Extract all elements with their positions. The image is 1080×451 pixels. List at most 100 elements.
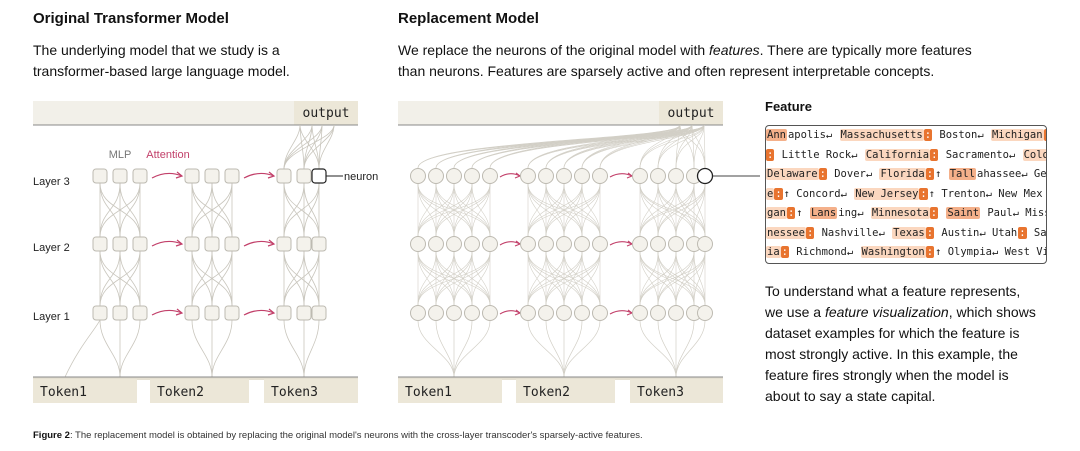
neuron-node: [311, 305, 327, 321]
feature-example-row: nessee: Nashville↵ Texas: Austin↵ Utah: …: [766, 224, 1046, 244]
neuron-node: [296, 236, 312, 252]
neuron-node: [204, 168, 220, 184]
neuron-node: [296, 168, 312, 184]
attention-arrow: [151, 309, 183, 316]
neuron-node: [132, 168, 148, 184]
highlighted-token: :: [919, 187, 928, 200]
neuron-node: [224, 236, 240, 252]
arrowhead: [175, 308, 184, 316]
context-token: Little Rock↵: [775, 148, 864, 161]
highlighted-token: :: [805, 226, 815, 239]
context-token: Salt: [1033, 226, 1047, 239]
neuron-node: [92, 168, 108, 184]
figure-caption: Figure 2: The replacement model is obtai…: [33, 430, 643, 441]
highlighted-token: gan: [766, 207, 787, 219]
attention-arrow: [243, 172, 275, 179]
highlighted-token: :: [774, 187, 783, 200]
feature-node: [632, 305, 648, 321]
feature-node: [650, 305, 666, 321]
arrowhead: [175, 171, 184, 179]
context-token: ing↵: [838, 207, 870, 219]
highlighted-token: Washington: [860, 246, 926, 258]
replacement-model-title: Replacement Model: [398, 10, 539, 27]
feature-node: [428, 305, 444, 321]
feature-node: [574, 236, 590, 252]
feature-node: [464, 236, 480, 252]
feature-node: [538, 236, 554, 252]
mlp-label: MLP: [109, 149, 132, 161]
context-token: Richmond↵: [789, 246, 860, 258]
attention-arrows: [151, 171, 276, 316]
neuron-node: [184, 168, 200, 184]
feature-desc-line6: about to say a state capital.: [765, 388, 936, 404]
neuron-node: [184, 305, 200, 321]
feature-node: [464, 168, 480, 184]
attention-arrow: [609, 173, 633, 178]
token3-box: [630, 379, 723, 403]
replacement-desc-line2: than neurons. Features are sparsely acti…: [398, 63, 935, 79]
context-token: ahassee↵ Geo: [977, 168, 1047, 180]
highlighted-token: :: [929, 207, 939, 219]
highlighted-token: New Jersey: [854, 187, 920, 200]
context-token: Dover↵: [827, 168, 879, 180]
highlighted-token: :: [925, 168, 935, 180]
feature-nodes: [410, 167, 714, 321]
feature-node: [520, 305, 536, 321]
neuron-node: [132, 305, 148, 321]
original-model-diagram: output MLP Attention Layer 3 Layer 2 Lay…: [33, 101, 378, 403]
feature-node: [574, 305, 590, 321]
context-token: ↑: [935, 168, 948, 180]
feature-node: [592, 305, 608, 321]
highlighted-token: nessee: [766, 226, 806, 239]
highlighted-token: Lans: [809, 207, 838, 219]
output-label-box: [659, 101, 723, 125]
attention-arrow: [151, 172, 183, 179]
feature-node: [464, 305, 480, 321]
context-token: Austin↵ Utah: [935, 226, 1018, 239]
feature-node: [482, 236, 498, 252]
original-model-description: The underlying model that we study is a …: [33, 40, 290, 82]
feature-desc-line1: To understand what a feature represents,: [765, 283, 1021, 299]
output-label: output: [303, 106, 350, 121]
highlighted-token: :: [930, 148, 939, 161]
feature-node: [446, 305, 462, 321]
replacement-desc-line1: We replace the neurons of the original m…: [398, 40, 972, 61]
token3-label: Token3: [637, 385, 684, 400]
attention-arrow: [609, 241, 633, 246]
feature-node: [697, 305, 713, 321]
feature-node: [556, 168, 572, 184]
arrowhead: [267, 171, 276, 179]
feature-example-row: e:↑ Concord↵ New Jersey:↑ Trenton↵ New M…: [766, 185, 1046, 205]
token1-box: [398, 379, 502, 403]
highlighted-token: Tall: [948, 168, 977, 180]
feature-node: [556, 236, 572, 252]
context-token: Nashville↵: [815, 226, 892, 239]
arrowhead: [267, 308, 276, 316]
neuron-node: [132, 236, 148, 252]
neuron-node: [276, 168, 292, 184]
attention-arrow: [243, 240, 275, 247]
feature-node: [592, 236, 608, 252]
arrowhead: [267, 239, 276, 247]
desc-emphasis: features: [709, 42, 760, 58]
highlighted-token: Florida: [879, 168, 926, 180]
token1-label: Token1: [40, 385, 87, 400]
token2-box: [516, 379, 615, 403]
layer-1-label: Layer 1: [33, 311, 70, 323]
highlighted-token: Texas: [892, 226, 926, 239]
feature-example-row: ia: Richmond↵ Washington:↑ Olympia↵ West…: [766, 243, 1046, 263]
neuron-node: [112, 168, 128, 184]
feature-node: [538, 168, 554, 184]
feature-desc-line5: feature fires strongly when the model is: [765, 367, 1009, 383]
highlighted-token: Minnesota: [870, 207, 930, 219]
desc-text: . There are typically more features: [759, 42, 972, 58]
desc-emphasis: feature visualization: [824, 304, 949, 320]
original-desc-line2: transformer-based large language model.: [33, 63, 290, 79]
feature-node: [520, 236, 536, 252]
feature-description: To understand what a feature represents,…: [765, 281, 1055, 407]
attention-arrows: [499, 172, 634, 316]
neuron-label: neuron: [344, 171, 378, 183]
highlighted-token: :: [925, 246, 935, 258]
